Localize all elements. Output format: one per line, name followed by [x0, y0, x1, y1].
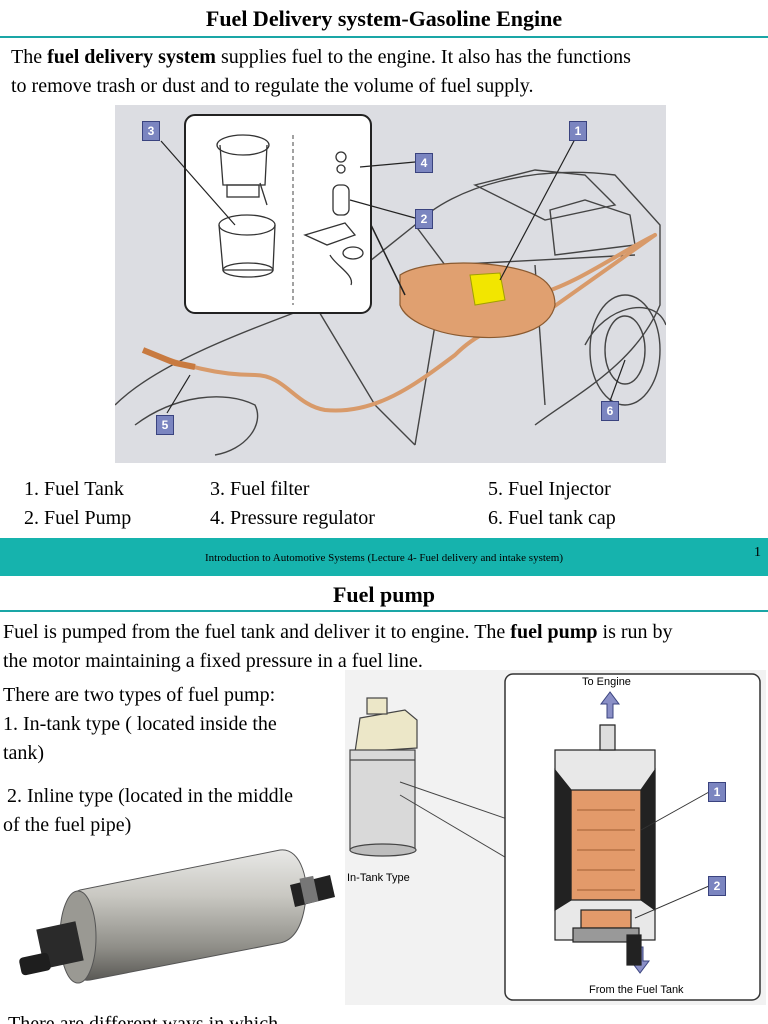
in-tank-pump-figure: In-Tank Type To Engine From the Fuel Tan…	[345, 670, 766, 1005]
diagram-tag-1: 1	[569, 121, 587, 141]
diagram-tag-3: 3	[142, 121, 160, 141]
pump-tag-2: 2	[708, 876, 726, 896]
pump-types-text: There are two types of fuel pump: 1. In-…	[3, 684, 294, 836]
label-fuel-tank-cap: 6. Fuel tank cap	[488, 507, 616, 529]
in-tank-pump-illustration	[349, 673, 761, 1001]
page-number: 1	[754, 545, 761, 560]
inline-pump-photo	[10, 845, 340, 1005]
label-fuel-pump: 2. Fuel Pump	[24, 507, 132, 529]
label-fuel-filter: 3. Fuel filter	[210, 478, 310, 500]
title-rule	[0, 36, 768, 38]
fuel-system-diagram: 3 1 4 2 5 6	[114, 105, 667, 463]
cutoff-paragraph: There are different ways in which	[8, 1013, 279, 1024]
diagram-tag-2: 2	[415, 209, 433, 229]
footer-band	[0, 538, 768, 576]
diagram-tag-6: 6	[601, 401, 619, 421]
section-title: Fuel pump	[332, 582, 436, 607]
in-tank-type-caption: In-Tank Type	[347, 872, 410, 884]
diagram-tag-4: 4	[415, 153, 433, 173]
from-tank-caption: From the Fuel Tank	[589, 984, 684, 996]
intro-paragraph: The fuel delivery system supplies fuel t…	[11, 46, 631, 97]
pump-tag-1: 1	[708, 782, 726, 802]
section-rule	[0, 610, 768, 612]
car-fuel-system-illustration	[114, 114, 667, 456]
pump-intro-paragraph: Fuel is pumped from the fuel tank and de…	[3, 621, 673, 672]
inline-fuel-pump-icon	[19, 849, 335, 984]
label-fuel-tank: 1. Fuel Tank	[24, 478, 124, 500]
footer-text: Introduction to Automotive Systems (Lect…	[204, 552, 564, 564]
to-engine-caption: To Engine	[582, 676, 631, 688]
label-pressure-regulator: 4. Pressure regulator	[210, 507, 375, 529]
diagram-tag-5: 5	[156, 415, 174, 435]
page-title: Fuel Delivery system-Gasoline Engine	[205, 6, 563, 31]
label-fuel-injector: 5. Fuel Injector	[488, 478, 611, 500]
